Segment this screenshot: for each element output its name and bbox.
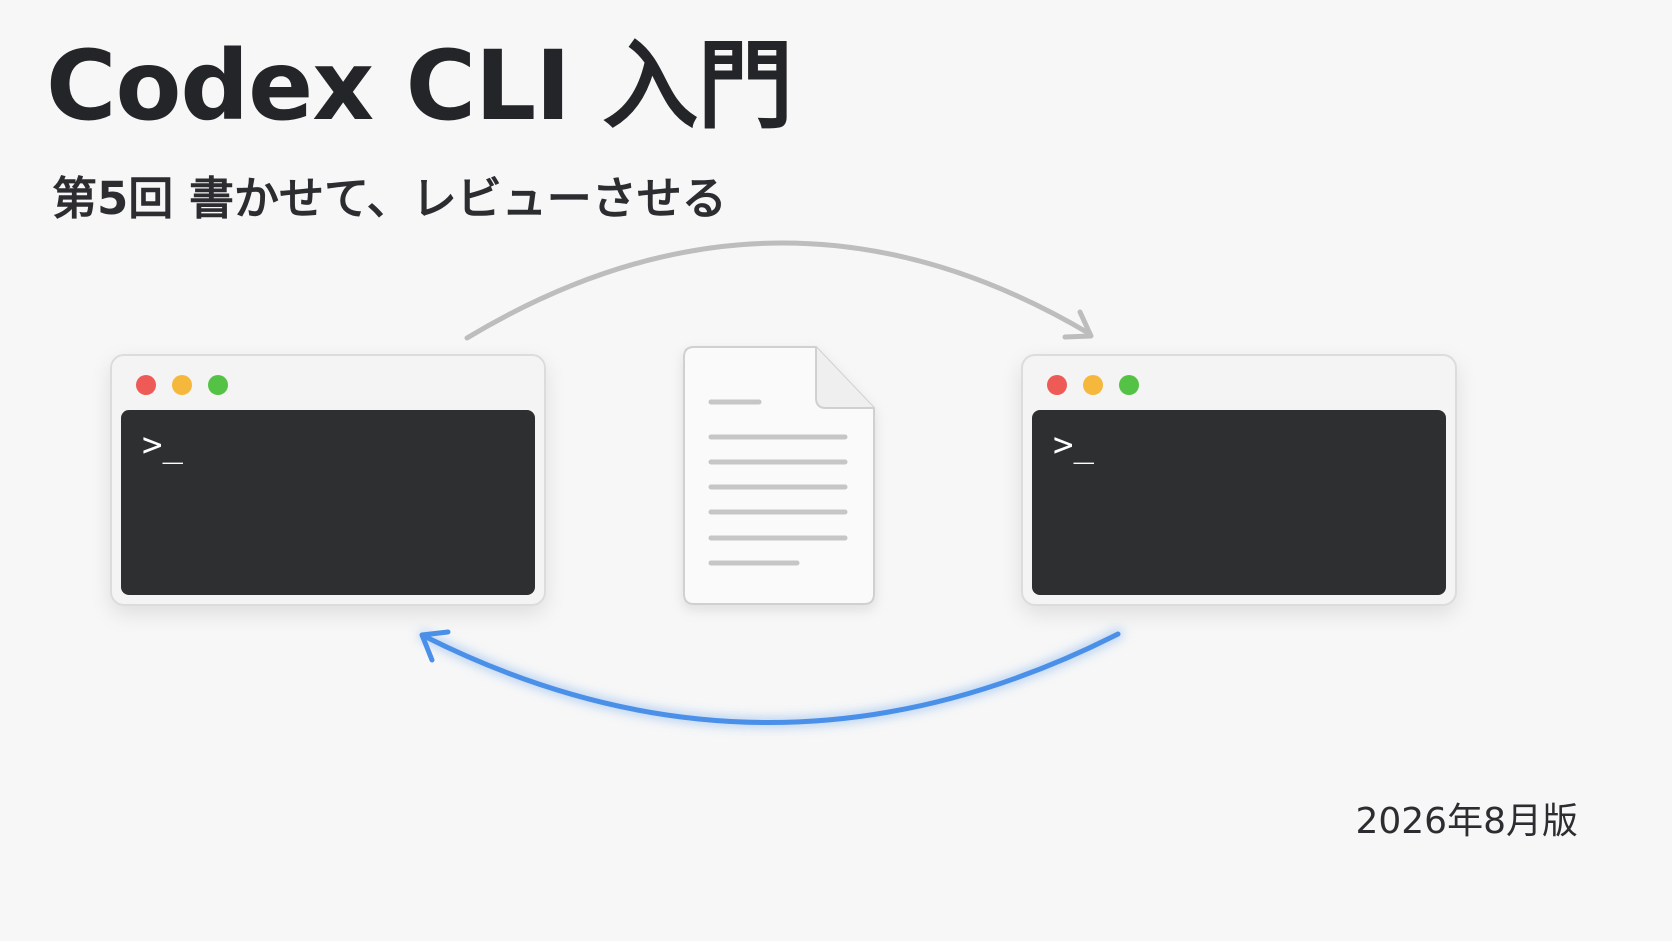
- terminal-screen: >_: [1032, 410, 1446, 595]
- window-controls: [1047, 375, 1139, 395]
- slide-subtitle: 第5回 書かせて、レビューさせる: [52, 172, 727, 225]
- document-icon: [683, 346, 875, 605]
- slide-title: Codex CLI 入門: [46, 30, 793, 142]
- close-dot-icon: [136, 375, 156, 395]
- reviewer-terminal-window: >_: [1021, 354, 1457, 606]
- window-controls: [136, 375, 228, 395]
- maximize-dot-icon: [1119, 375, 1139, 395]
- maximize-dot-icon: [208, 375, 228, 395]
- terminal-screen: >_: [121, 410, 535, 595]
- minimize-dot-icon: [1083, 375, 1103, 395]
- document-text-lines: [708, 399, 848, 566]
- return-arrow-icon: [418, 628, 1124, 728]
- minimize-dot-icon: [172, 375, 192, 395]
- terminal-prompt: >_: [1053, 425, 1094, 465]
- writer-terminal-window: >_: [110, 354, 546, 606]
- close-dot-icon: [1047, 375, 1067, 395]
- terminal-prompt: >_: [142, 425, 183, 465]
- edition-label: 2026年8月版: [1355, 801, 1578, 842]
- forward-arrow-icon: [464, 240, 1094, 341]
